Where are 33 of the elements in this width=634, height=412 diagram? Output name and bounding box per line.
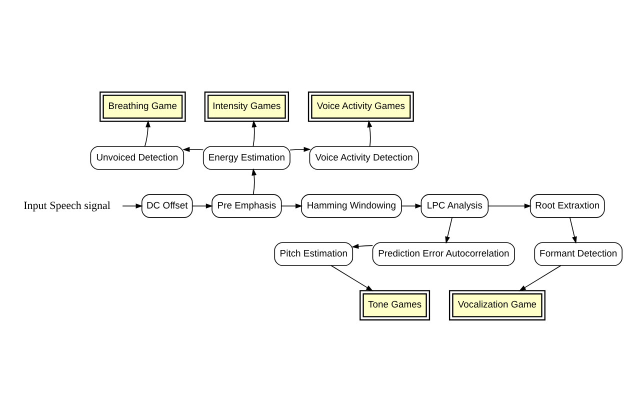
- arrow: [352, 244, 374, 249]
- node-box: Unvoiced Detection: [90, 146, 184, 170]
- arrow: [367, 120, 372, 147]
- arrow: [192, 204, 214, 208]
- arrow: [445, 217, 453, 244]
- node-box: Pre Emphasis: [212, 194, 282, 218]
- arrow: [488, 204, 532, 208]
- arrow: [401, 204, 422, 208]
- node-box: Breathing Game: [100, 92, 186, 122]
- node-box: Prediction Error Autocorrelation: [372, 242, 515, 266]
- node-text: Input Speech signal: [24, 200, 110, 212]
- node-box: Hamming Windowing: [301, 194, 402, 218]
- arrow: [570, 217, 577, 244]
- node-box: Formant Detection: [534, 242, 622, 266]
- node-box: Voice Activity Detection: [309, 146, 419, 170]
- node-box: Voice Activity Games: [308, 92, 414, 122]
- arrow: [518, 265, 562, 292]
- arrow: [144, 120, 151, 147]
- node-box: Energy Estimation: [202, 146, 290, 170]
- node-box: DC Offset: [142, 194, 193, 218]
- arrow: [290, 146, 311, 152]
- node-box: Intensity Games: [204, 92, 290, 122]
- node-box: Tone Games: [360, 290, 430, 320]
- node-box: Vocalization Game: [448, 290, 546, 320]
- arrow: [122, 204, 143, 208]
- arrow: [330, 265, 374, 292]
- node-box: Root Extraxtion: [530, 194, 605, 218]
- node-box: LPC Analysis: [420, 194, 489, 218]
- node-box: Pitch Estimation: [274, 242, 354, 266]
- arrow: [252, 120, 257, 147]
- arrow: [252, 168, 257, 195]
- arrow: [182, 146, 204, 152]
- arrow: [281, 204, 303, 208]
